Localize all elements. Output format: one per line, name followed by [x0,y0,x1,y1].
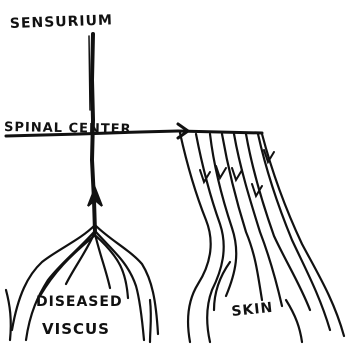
viscus-label: VISCUS [42,320,110,338]
viscus-fiber [150,300,151,342]
horizontal-line-right [178,131,262,133]
visceral-afferent-line-edge [89,36,90,110]
diseased-label: DISEASED [36,294,123,310]
